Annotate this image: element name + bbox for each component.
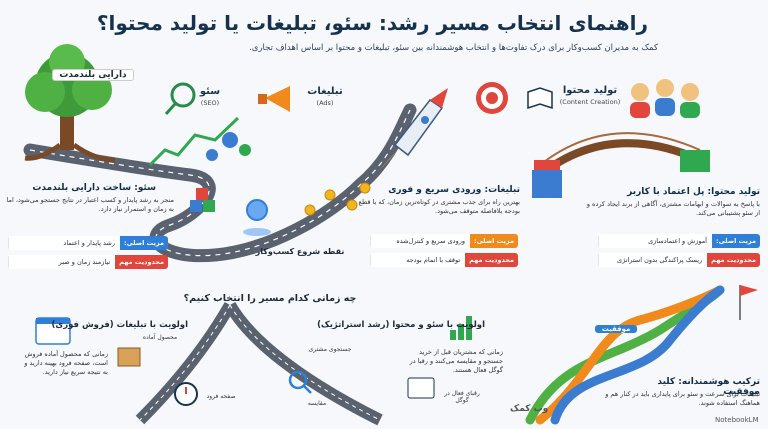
search-icon xyxy=(288,370,312,394)
content-section-desc: با پاسخ به سوالات و ابهامات مشتری، آگاهی… xyxy=(586,200,760,217)
seo-icon-compare-label: مقایسه xyxy=(307,400,327,407)
seo-con-row: محدودیت مهم نیازمند زمان و صبر xyxy=(8,255,168,269)
growth-bars-icon xyxy=(450,316,472,340)
success-label: موفقیت xyxy=(595,325,637,333)
seo-pro-row: مزیت اصلی: رشد پایدار و اعتماد xyxy=(8,236,168,250)
ads-section-title: تبلیغات: ورودی سریع و فوری xyxy=(388,185,520,195)
watermark-left: وب کمک xyxy=(510,404,549,414)
tree-icon xyxy=(24,44,116,163)
ads-con-row: محدودیت مهم توقف با اتمام بودجه xyxy=(370,253,518,267)
combo-desc: تبلیغات برای سرعت و سئو برای پایداری بای… xyxy=(605,390,760,407)
ads-pro-value: ورودی سریع و کنترل‌شده xyxy=(370,234,470,248)
combo-title: ترکیب هوشمندانه: کلید موفقیت xyxy=(657,377,760,397)
ads-section-desc: بهترین راه برای جذب مشتری در کوتاه‌ترین … xyxy=(358,198,520,215)
watermark-right: NotebookLM xyxy=(715,416,759,424)
blocks-icon xyxy=(190,188,215,212)
content-pro-value: آموزش و اعتمادسازی xyxy=(598,234,712,248)
seo-pro-value: رشد پایدار و اعتماد xyxy=(8,236,120,250)
start-pin-icon xyxy=(243,199,271,236)
ads-con-value: توقف با اتمام بودجه xyxy=(370,253,466,267)
ads-con-tag: محدودیت مهم xyxy=(465,253,518,267)
ads-icon-product-label: محصول آماده xyxy=(142,334,178,341)
content-label: تولید محتوا xyxy=(562,85,618,96)
book-icon xyxy=(527,87,553,110)
target-icon xyxy=(476,82,508,114)
page-title: راهنمای انتخاب مسیر رشد: سئو، تبلیغات یا… xyxy=(96,11,648,35)
ads-pro-tag: مزیت اصلی: xyxy=(470,234,518,248)
flag-icon xyxy=(739,285,758,320)
ads-pro-row: مزیت اصلی: ورودی سریع و کنترل‌شده xyxy=(370,234,518,248)
seo-icon-search-label: جستجوی مشتری xyxy=(308,346,352,353)
browser-icon xyxy=(407,377,435,399)
braided-roads xyxy=(525,285,725,425)
decision-question: چه زمانی کدام مسیر را انتخاب کنیم؟ xyxy=(183,293,357,304)
content-pro-tag: مزیت اصلی: xyxy=(712,234,760,248)
stopwatch-icon xyxy=(174,382,198,406)
content-pro-row: مزیت اصلی: آموزش و اعتمادسازی xyxy=(598,234,760,248)
asset-label: دارایی بلندمدت xyxy=(52,69,134,81)
content-con-row: محدودیت مهم ریسک پراکندگی بدون استراتژی xyxy=(598,253,760,267)
landing-page-icon xyxy=(35,317,71,345)
bridge-icon xyxy=(532,132,710,198)
content-con-value: ریسک پراکندگی بدون استراتژی xyxy=(598,253,708,267)
seo-label: سئو xyxy=(199,86,221,97)
ads-label: تبلیغات xyxy=(307,86,343,97)
content-en-label: (Content Creation) xyxy=(559,98,621,106)
seo-priority-desc: زمانی که مشتریان قبل از خرید جستجو و مقا… xyxy=(409,348,503,374)
page-subtitle: کمک به مدیران کسب‌وکار برای درک تفاوت‌ها… xyxy=(249,43,658,53)
people-icon xyxy=(630,79,700,118)
seo-en-label: (SEO) xyxy=(200,99,220,107)
seo-chart-icon xyxy=(148,82,251,167)
seo-section-desc: منجر به رشد پایدار و کسب اعتبار در نتایج… xyxy=(6,196,174,213)
seo-con-tag: محدودیت مهم xyxy=(115,255,168,269)
content-con-tag: محدودیت مهم xyxy=(707,253,760,267)
ads-priority-title: اولویت با تبلیغات (فروش فوری) xyxy=(51,320,188,330)
seo-priority-title: اولویت با سئو و محتوا (رشد استراتژیک) xyxy=(317,320,485,330)
seo-pro-tag: مزیت اصلی: xyxy=(120,236,168,250)
rocket-icon xyxy=(375,88,448,175)
seo-con-value: نیازمند زمان و صبر xyxy=(8,255,116,269)
coins-icon xyxy=(304,182,371,216)
start-label: نقطه شروع کسب‌وکار xyxy=(255,247,345,256)
ads-icon-landing-label: صفحه فرود xyxy=(206,393,236,400)
content-section-title: تولید محتوا: پل اعتماد با کاربر xyxy=(627,187,760,197)
megaphone-icon xyxy=(258,86,290,112)
ads-priority-desc: زمانی که محصول آماده فروش است، صفحه فرود… xyxy=(24,350,108,376)
seo-section-title: سئو: ساخت دارایی بلندمدت xyxy=(32,183,156,193)
seo-icon-rivals-label: رقبای فعال در گوگل xyxy=(444,390,480,404)
package-icon xyxy=(117,347,141,367)
ads-en-label: (Ads) xyxy=(316,99,334,107)
